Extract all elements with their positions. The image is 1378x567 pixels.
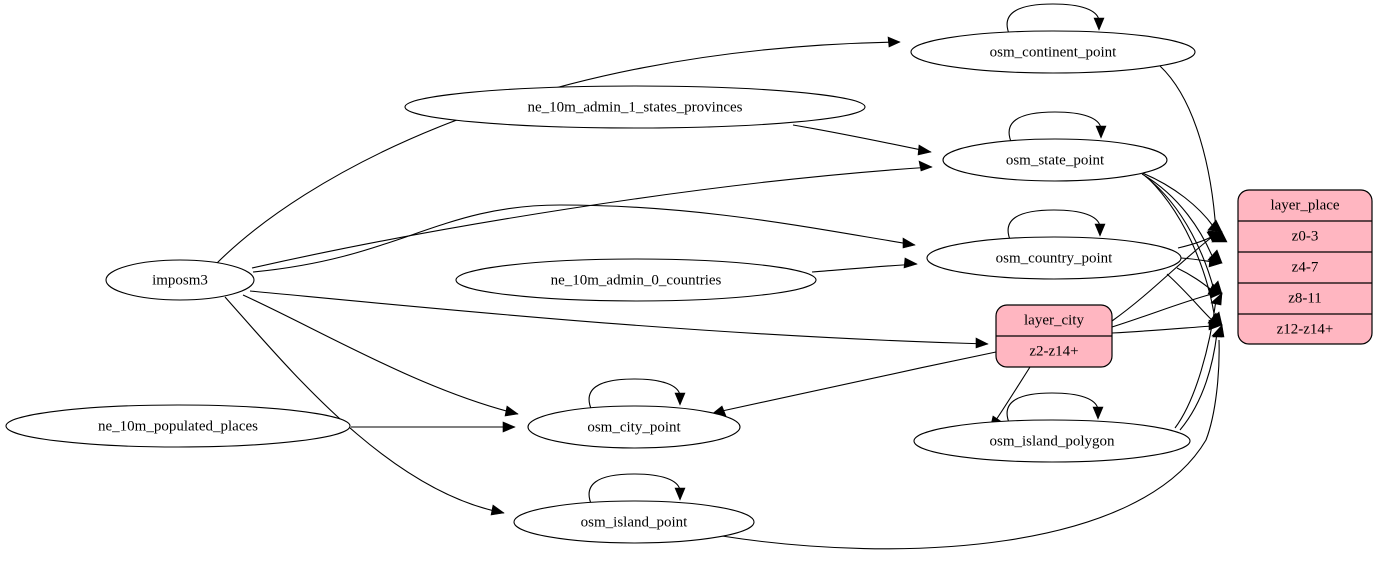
edge-layer: [215, 3, 1228, 550]
record-node-layer_city[interactable]: layer_city z2-z14+: [995, 304, 1113, 368]
node-osm_island_polygon[interactable]: osm_island_polygon: [913, 419, 1191, 463]
edge-imposm3-to-osm_country_point: [252, 204, 916, 273]
edge-ne_10m_populated_places-to-osm_city_point: [351, 421, 516, 433]
node-osm_city_point[interactable]: osm_city_point: [527, 405, 741, 449]
self-loop-osm_state_point: [1008, 111, 1107, 145]
self-loop-osm_country_point: [1007, 209, 1106, 243]
record-row-layer_place-z0-3[interactable]: z0-3: [1292, 228, 1319, 244]
node-ne_10m_populated_places[interactable]: ne_10m_populated_places: [5, 404, 351, 448]
edge-imposm3-to-osm_state_point: [251, 160, 933, 269]
node-label-osm_island_point: osm_island_point: [581, 514, 689, 530]
node-label-osm_state_point: osm_state_point: [1006, 152, 1105, 168]
edge-osm_island_polygon-to-layer_place-z12-z14: [1179, 324, 1223, 431]
node-label-osm_country_point: osm_country_point: [996, 250, 1113, 266]
node-osm_continent_point[interactable]: osm_continent_point: [910, 30, 1196, 74]
edge-ne_10m_admin_1_states-to-osm_state_point: [792, 124, 932, 156]
node-label-osm_island_polygon: osm_island_polygon: [989, 433, 1115, 449]
node-label-ne_10m_admin_0_countries: ne_10m_admin_0_countries: [551, 272, 722, 288]
edge-layer_city-to-osm_island_polygon: [989, 366, 1031, 430]
edge-imposm3-to-osm_city_point: [242, 294, 519, 417]
self-loop-osm_continent_point: [1006, 3, 1105, 37]
node-osm_island_point[interactable]: osm_island_point: [513, 500, 755, 544]
record-node-layer_place[interactable]: layer_place z0-3 z4-7 z8-11 z12-z14+: [1237, 189, 1373, 345]
edge-osm_continent_point-to-layer_place-z0-3: [1159, 65, 1228, 243]
edge-ne_10m_admin_0_countries-to-osm_country_point: [811, 257, 918, 273]
edge-layer_city-to-layer_place-z8-11: [1111, 287, 1223, 328]
record-title-layer_place: layer_place: [1270, 197, 1339, 213]
node-imposm3[interactable]: imposm3: [105, 259, 255, 301]
node-label-osm_city_point: osm_city_point: [587, 419, 681, 435]
record-title-layer_city: layer_city: [1024, 312, 1084, 328]
self-loop-osm_island_point: [588, 473, 686, 507]
node-label-ne_10m_populated_places: ne_10m_populated_places: [98, 418, 258, 434]
record-row-layer_place-z4-7[interactable]: z4-7: [1292, 259, 1319, 275]
node-osm_state_point[interactable]: osm_state_point: [942, 138, 1168, 182]
node-layer: imposm3 ne_10m_admin_1_states_provinces …: [5, 30, 1196, 544]
edge-imposm3-to-layer_city: [249, 290, 989, 349]
record-row-layer_city-z2-z14plus[interactable]: z2-z14+: [1029, 343, 1078, 359]
record-layer: layer_place z0-3 z4-7 z8-11 z12-z14+ lay…: [995, 189, 1373, 368]
node-label-imposm3: imposm3: [152, 272, 208, 288]
record-row-layer_place-z12-z14plus[interactable]: z12-z14+: [1277, 321, 1334, 337]
edge-osm_island_point-to-layer_place-z12-z14: [721, 324, 1225, 550]
edge-imposm3-to-osm_island_point: [224, 296, 505, 516]
edge-osm_country_point-to-layer_place-z4-7: [1180, 256, 1223, 268]
self-loop-osm_island_polygon: [1006, 392, 1104, 426]
edge-osm_state_point-to-layer_place-z0-3: [1139, 171, 1223, 233]
edge-osm_island_polygon-to-layer_place-z8-11: [1174, 292, 1223, 429]
edge-imposm3-to-osm_continent_point: [215, 36, 901, 265]
node-label-osm_continent_point: osm_continent_point: [990, 44, 1117, 60]
node-ne_10m_admin_0_countries[interactable]: ne_10m_admin_0_countries: [455, 258, 817, 302]
node-label-ne_10m_admin_1_states_provinces: ne_10m_admin_1_states_provinces: [528, 99, 743, 115]
edge-layer_city-to-osm_city_point: [711, 351, 997, 417]
self-loop-osm_city_point: [588, 378, 686, 412]
record-row-layer_place-z8-11[interactable]: z8-11: [1288, 290, 1322, 306]
node-osm_country_point[interactable]: osm_country_point: [926, 236, 1182, 280]
edge-layer_city-to-layer_place-z0-3: [1111, 231, 1223, 322]
node-ne_10m_admin_1_states_provinces[interactable]: ne_10m_admin_1_states_provinces: [404, 85, 866, 129]
